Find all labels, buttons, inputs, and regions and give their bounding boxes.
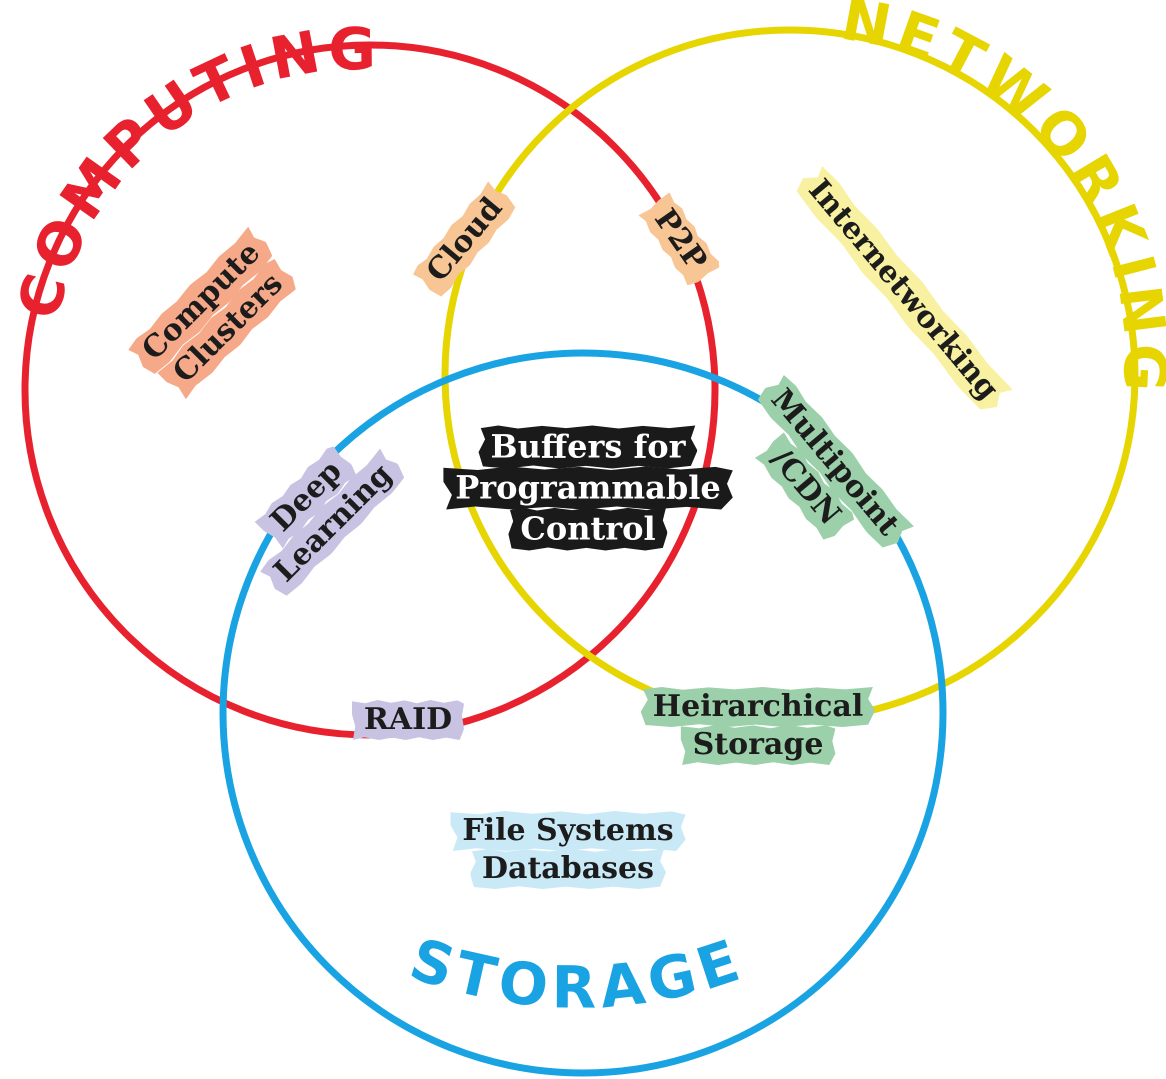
file-systems-line: File Systems <box>450 811 686 851</box>
raid-line: RAID <box>351 700 465 740</box>
storage-circle <box>219 349 947 1077</box>
buffers-line-1: Buffers for <box>478 425 698 469</box>
hierarchical-line-2: Storage <box>680 725 836 765</box>
buffers-line-2: Programmable <box>443 466 733 510</box>
storage-title: STORAGE <box>402 925 753 1022</box>
computing-title: COMPUTING <box>4 15 382 325</box>
hierarchical-line-1: Heirarchical <box>640 687 876 727</box>
networking-title: NETWORKING <box>836 0 1166 399</box>
databases-line: Databases <box>469 849 667 889</box>
buffers-line-3: Control <box>508 507 668 551</box>
